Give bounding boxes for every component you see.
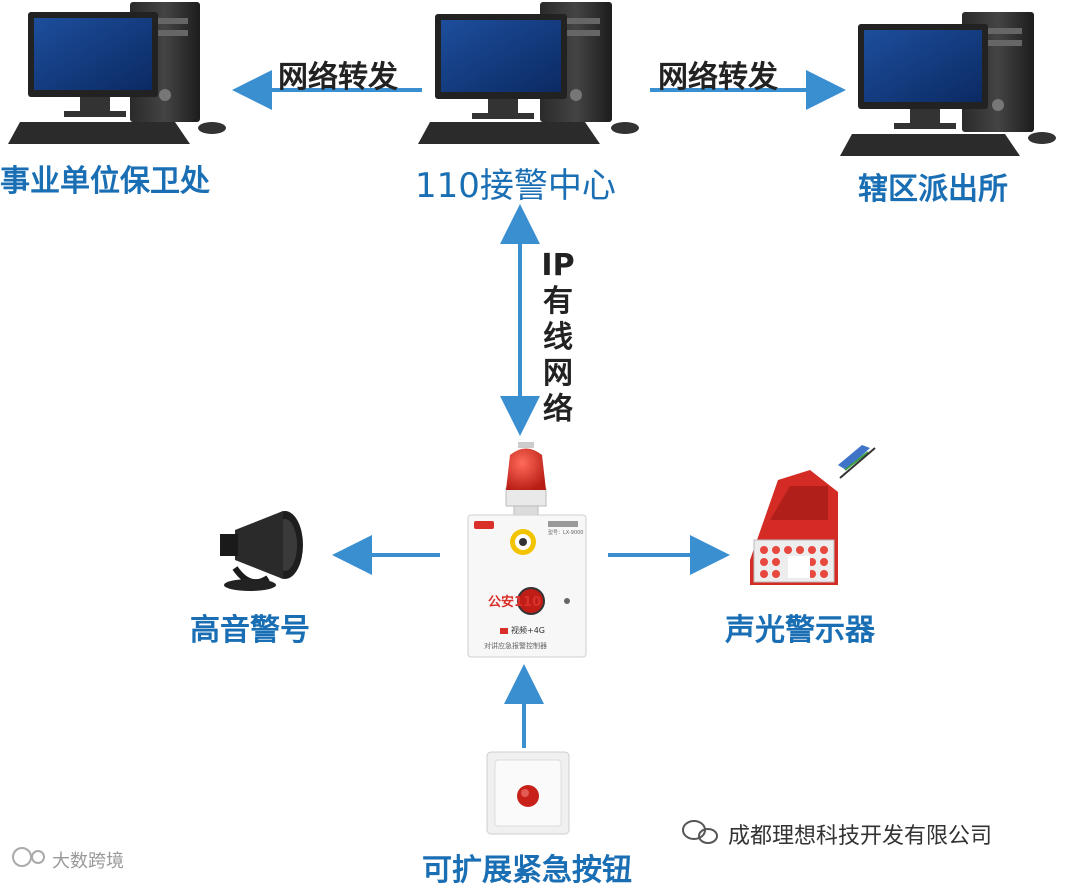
- ip-label-part: 网: [543, 356, 573, 391]
- label-horn-siren: 高音警号: [190, 613, 310, 648]
- alarm-controller-device: [467, 514, 587, 658]
- horn-siren-icon: [220, 511, 303, 591]
- ip-label-part: 线: [543, 320, 573, 355]
- wechat-icon: [682, 820, 718, 844]
- computer-left-icon: [8, 2, 226, 144]
- label-strobe-alarm: 声光警示器: [725, 613, 875, 648]
- label-security-office: 事业单位保卫处: [0, 164, 210, 199]
- device-label-sub: 视频+4G: [511, 626, 545, 635]
- label-110-center: 110接警中心: [415, 166, 616, 206]
- watermark-logo-icon: [12, 847, 45, 867]
- ip-label-part: IP: [541, 248, 575, 283]
- device-label-main: 公安110: [488, 595, 542, 610]
- label-ip-wired-network: IP 有 线 网 络: [538, 248, 578, 428]
- device-model: 型号：LX-9000: [548, 530, 584, 536]
- ip-label-part: 络: [543, 392, 573, 427]
- company-name: 成都理想科技开发有限公司: [728, 824, 993, 849]
- label-forward-left: 网络转发: [278, 60, 398, 95]
- label-emergency-button: 可扩展紧急按钮: [422, 853, 632, 888]
- emergency-button-icon: [486, 751, 570, 835]
- computer-right-icon: [840, 12, 1056, 156]
- computer-center-icon: [418, 2, 639, 144]
- beacon-light-icon: [505, 442, 547, 519]
- label-forward-right: 网络转发: [658, 60, 778, 95]
- device-label-small: 对讲应急报警控制器: [484, 642, 547, 650]
- label-police-station: 辖区派出所: [858, 172, 1008, 207]
- watermark-text: 大数跨境: [52, 851, 124, 872]
- ip-label-part: 有: [543, 284, 573, 319]
- strobe-alarm-icon: [750, 445, 876, 585]
